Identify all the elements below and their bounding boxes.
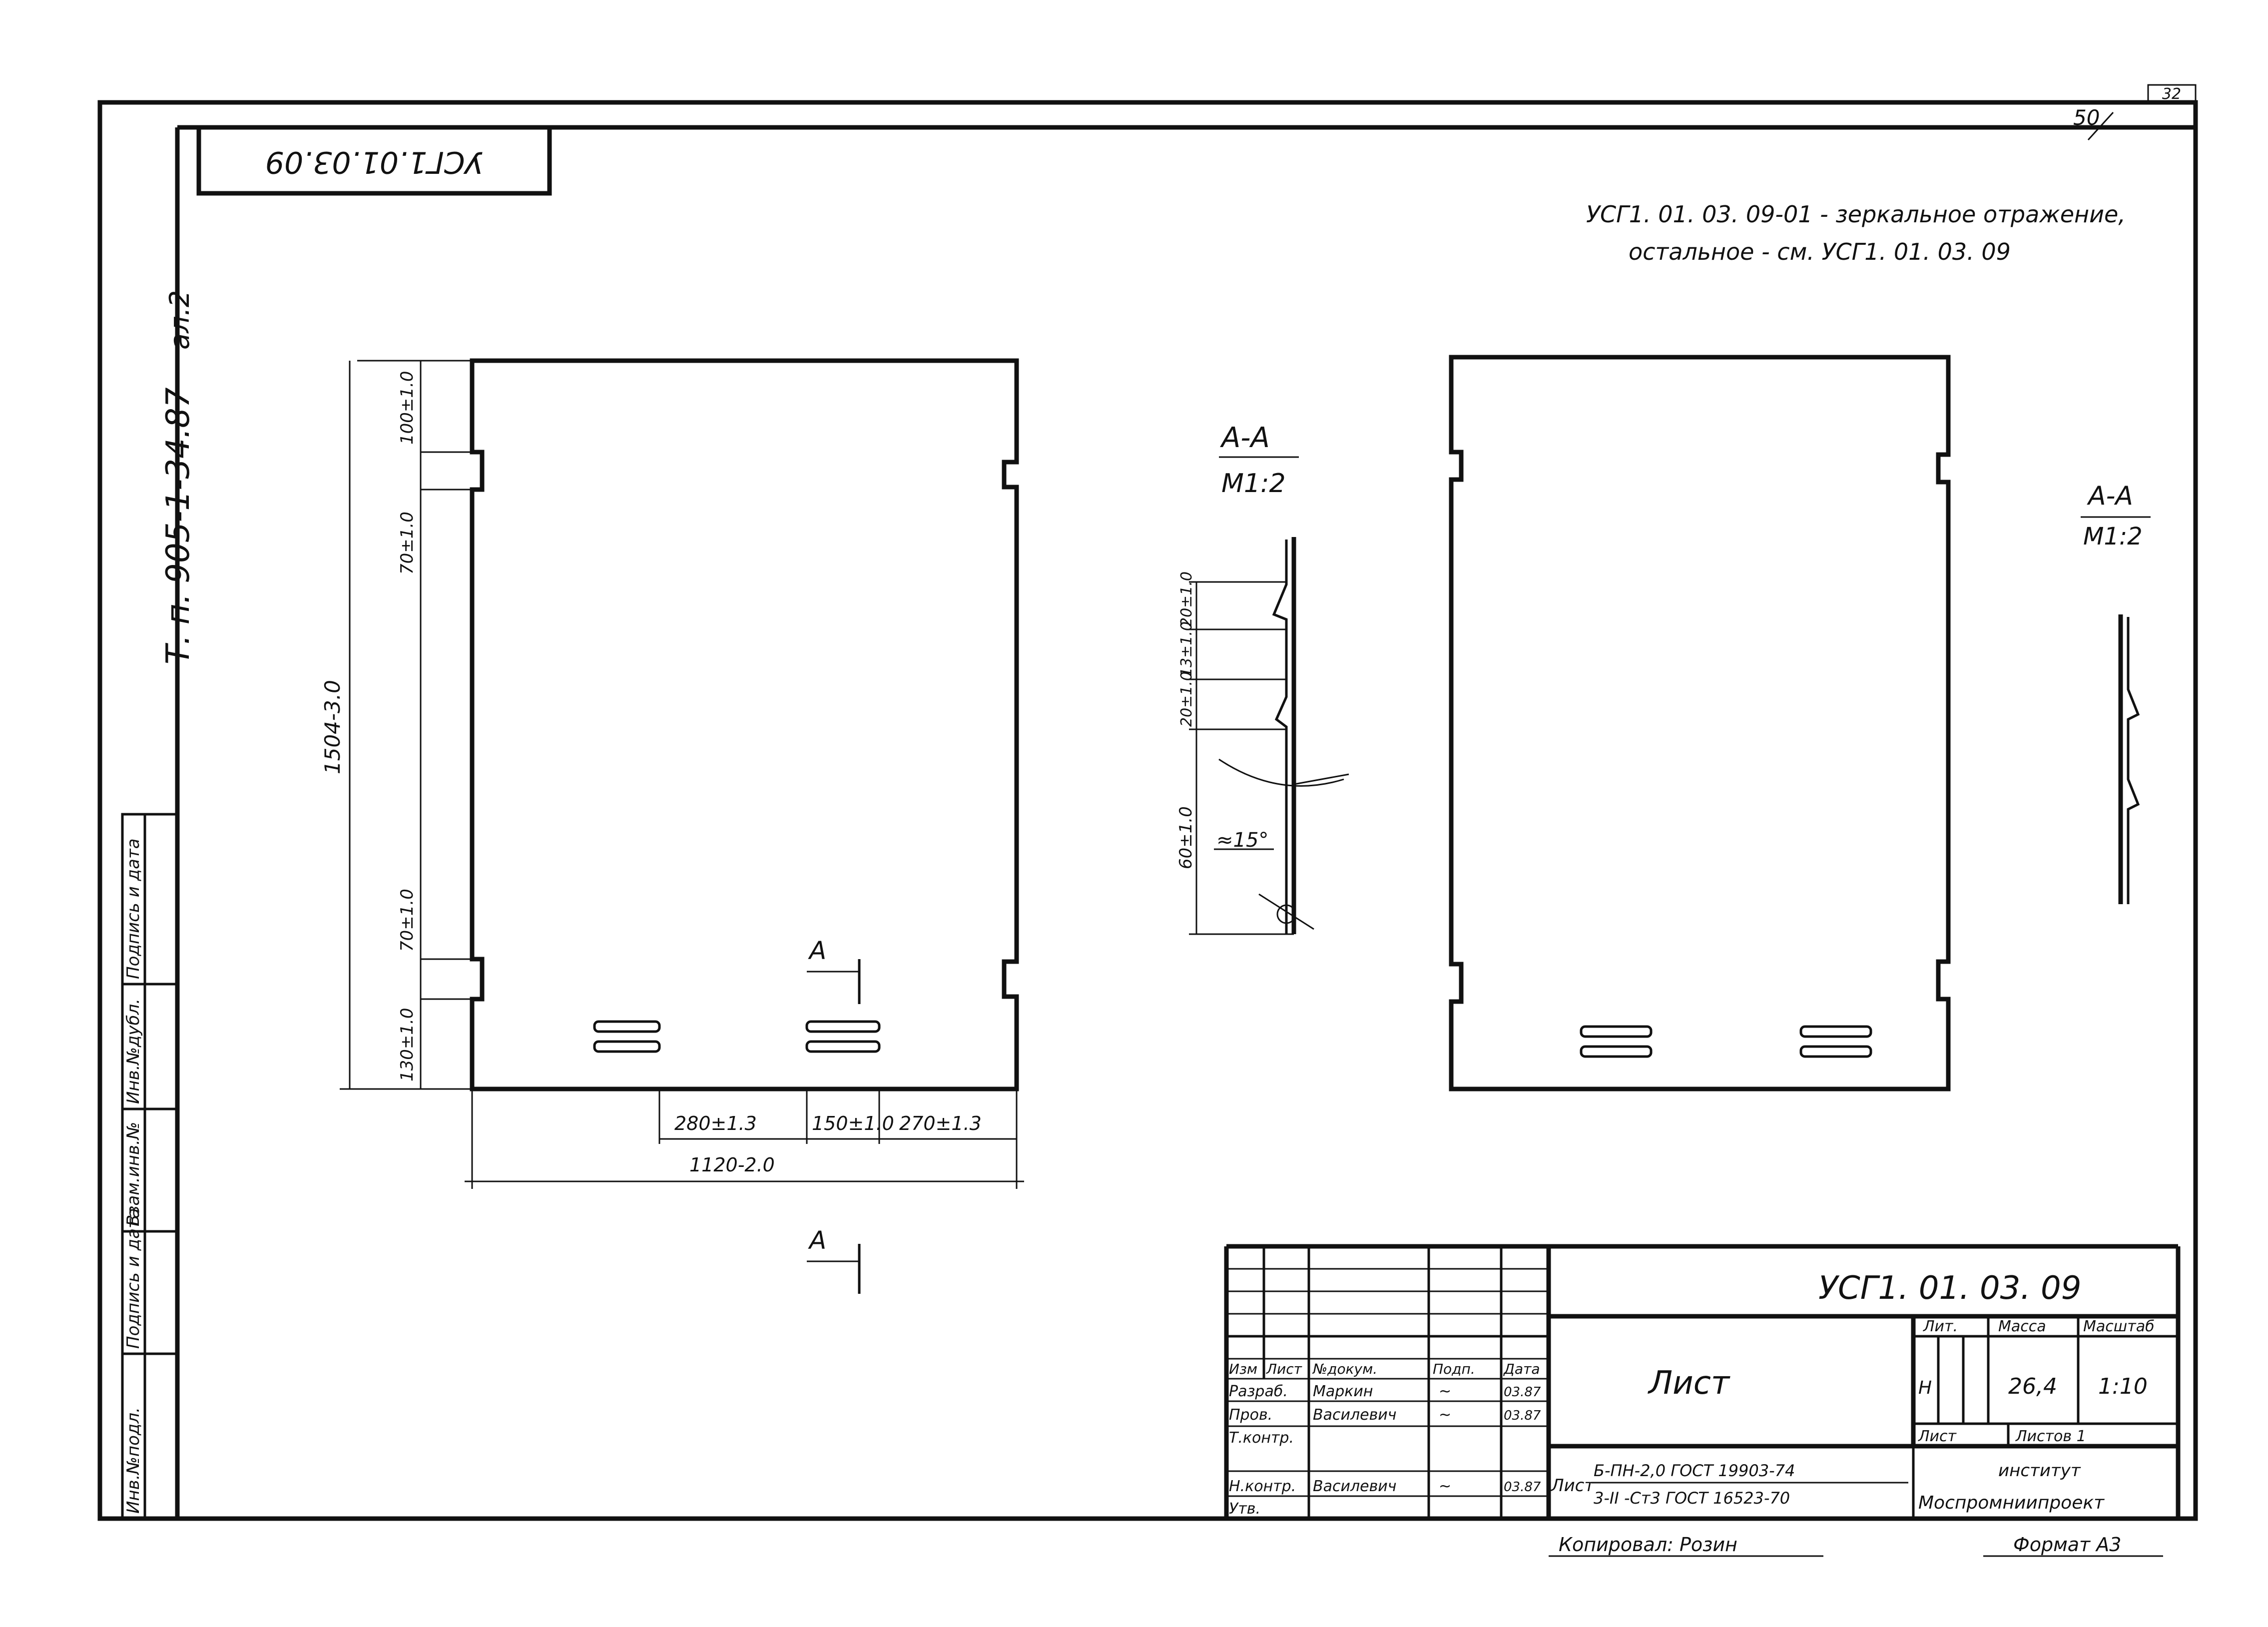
tb-scale-label: Масштаб <box>2083 1318 2155 1335</box>
sec-dim-20a: 20±1.0 <box>1178 571 1195 627</box>
row-1-sign: ~ <box>1439 1383 1451 1400</box>
tb-material-prefix: Лист <box>1550 1476 1595 1496</box>
sheet-number-box <box>2147 84 2197 103</box>
tb-designation: УСГ1. 01. 03. 09 <box>1818 1270 2081 1307</box>
dim-d3: 270±1.3 <box>899 1112 982 1134</box>
cut-marker-bottom: А <box>807 1226 861 1294</box>
dim-width: 1120-2.0 <box>689 1154 775 1176</box>
sec-angle: ≈15° <box>1216 829 1268 852</box>
left-vertical-dims: 1504-3.0 100±1.0 70±1.0 70±1.0 130±1.0 <box>320 360 482 1090</box>
tb-mass-label: Масса <box>1998 1318 2046 1335</box>
margin-label-1: Инв.№подл. <box>123 1407 143 1514</box>
dim-bottom-slot: 70±1.0 <box>397 889 417 952</box>
outer-frame <box>97 100 2198 1521</box>
left-margin-strip: Подпись и дата Инв.№дубл. Взам.инв.№ Под… <box>121 813 179 1520</box>
sec-dim-13: 13±1.0 <box>1178 621 1195 677</box>
dim-height: 1504-3.0 <box>320 680 345 774</box>
left-view-part <box>470 358 1019 1091</box>
row-2-role: Пров. <box>1229 1406 1272 1424</box>
right-slot-2a <box>1799 1025 1872 1038</box>
dim-top-slot: 70±1.0 <box>397 512 417 574</box>
sheet-number: 32 <box>2162 85 2181 103</box>
tb-org-line2: Моспромниипроект <box>1918 1493 2105 1513</box>
section-a-a-right: А-А М1:2 <box>2081 481 2151 904</box>
row-5-sign: ~ <box>1439 1478 1451 1495</box>
margin-label-2: Подпись и дата <box>123 1208 143 1349</box>
row-6-role: Утв. <box>1229 1500 1260 1518</box>
left-slot-2b <box>805 1040 881 1053</box>
col-docnum: №докум. <box>1312 1361 1377 1377</box>
section-1-scale: М1:2 <box>1221 469 1286 499</box>
section-2-scale: М1:2 <box>2083 523 2143 550</box>
row-5-role: Н.контр. <box>1229 1478 1296 1495</box>
side-album: ал.2 <box>164 290 195 350</box>
col-list: Лист <box>1266 1361 1302 1377</box>
title-block: Изм Лист №докум. Подп. Дата Разраб. Марк… <box>1224 1244 2181 1521</box>
tb-sheets-label: Листов 1 <box>2015 1428 2086 1445</box>
sec-dim-60: 60±1.0 <box>1176 806 1196 869</box>
right-view-part <box>1449 355 1951 1091</box>
row-1-role: Разраб. <box>1229 1383 1288 1400</box>
right-slot-1b <box>1580 1045 1653 1058</box>
tb-lit-value: Н <box>1918 1378 1932 1398</box>
margin-label-3: Взам.инв.№ <box>123 1122 143 1226</box>
tb-scale-value: 1:10 <box>2098 1374 2148 1399</box>
margin-label-4: Инв.№дубл. <box>123 999 143 1104</box>
margin-label-5: Подпись и дата <box>123 838 143 979</box>
row-5-name: Василевич <box>1313 1478 1397 1495</box>
row-5-date: 03.87 <box>1504 1480 1541 1495</box>
row-2-name: Василевич <box>1313 1406 1397 1424</box>
top-stamp-box <box>196 125 552 196</box>
copied-by: Копировал: Розин <box>1559 1534 1737 1556</box>
tb-mass-value: 26,4 <box>2008 1374 2057 1399</box>
tb-lit-label: Лит. <box>1923 1318 1958 1335</box>
side-designation: Т. п. 905-1-34.87 <box>160 387 197 664</box>
dim-bottom-offset: 130±1.0 <box>397 1008 417 1082</box>
tb-sheet-label: Лист <box>1918 1428 1957 1445</box>
tb-material-top: Б-ПН-2,0 ГОСТ 19903-74 <box>1594 1461 1795 1480</box>
col-date: Дата <box>1503 1361 1540 1377</box>
left-slot-2a <box>805 1020 881 1033</box>
row-1-name: Маркин <box>1313 1383 1373 1400</box>
left-horizontal-dims: 280±1.3 150±1.0 270±1.3 1120-2.0 <box>465 1089 1024 1189</box>
row-3-role: Т.контр. <box>1229 1429 1294 1447</box>
section-a-a-center: А-А М1:2 20±1.0 13±1.0 20±1.0 60±1.0 ≈15… <box>1176 422 1349 935</box>
row-2-date: 03.87 <box>1504 1408 1541 1423</box>
cut-marker-top-label: А <box>808 936 826 965</box>
sec-dim-20b: 20±1.0 <box>1178 671 1195 727</box>
left-slot-1a <box>593 1020 661 1033</box>
section-2-name: А-А <box>2087 481 2133 511</box>
top-stamp-text: УСГ1.01.03.09 <box>265 144 483 179</box>
dim-d2: 150±1.0 <box>812 1112 894 1134</box>
cut-marker-bottom-label: А <box>808 1226 826 1255</box>
col-izm: Изм <box>1229 1361 1257 1377</box>
left-slot-1b <box>593 1040 661 1053</box>
row-2-sign: ~ <box>1439 1406 1451 1424</box>
section-weld-circle <box>1276 904 1296 924</box>
note-line-2: остальное - см. УСГ1. 01. 03. 09 <box>1629 238 2011 265</box>
dim-top-offset: 100±1.0 <box>397 371 417 445</box>
format-label: Формат А3 <box>2013 1534 2121 1556</box>
right-slot-2b <box>1799 1045 1872 1058</box>
dim-d1: 280±1.3 <box>674 1112 757 1134</box>
col-sign: Подп. <box>1433 1361 1475 1377</box>
section-1-name: А-А <box>1220 422 1270 454</box>
right-slot-1a <box>1580 1025 1653 1038</box>
tb-org-line1: институт <box>1998 1461 2081 1481</box>
cut-marker-top: А <box>807 936 861 1004</box>
row-1-date: 03.87 <box>1504 1385 1541 1400</box>
tb-name: Лист <box>1648 1365 1730 1402</box>
note-line-1: УСГ1. 01. 03. 09-01 - зеркальное отражен… <box>1586 201 2126 228</box>
tb-material-bottom: 3-II -Ст3 ГОСТ 16523-70 <box>1594 1489 1790 1508</box>
